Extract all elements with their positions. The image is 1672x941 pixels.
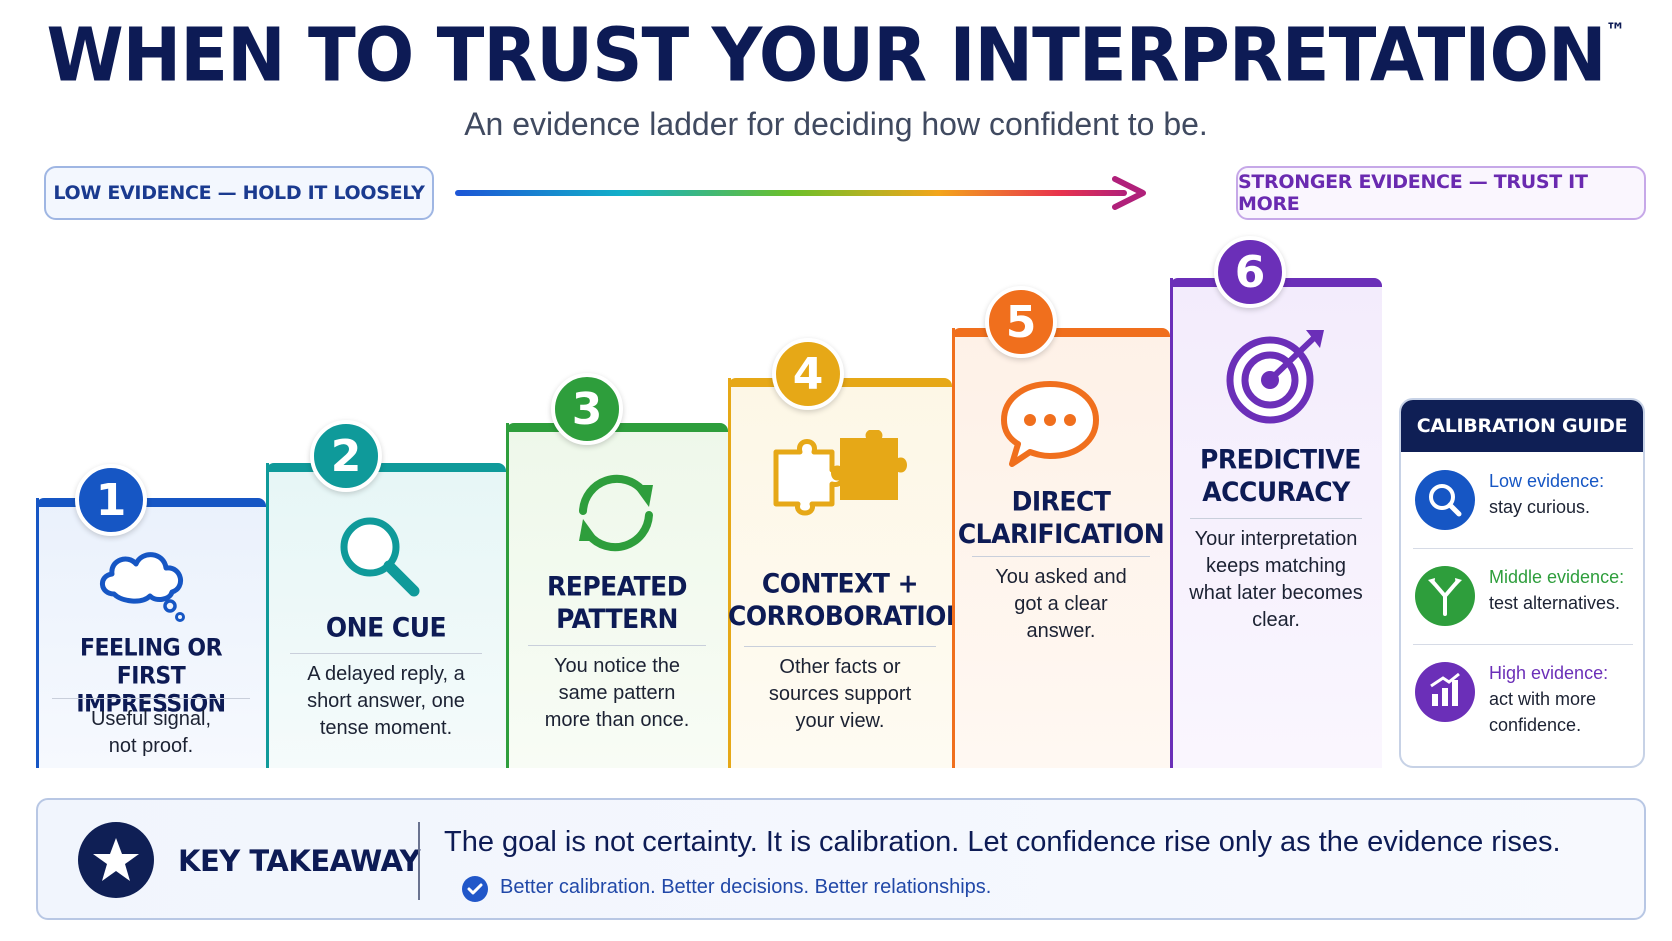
guide-item-middle: Middle evidence: test alternatives.: [1413, 556, 1633, 644]
magnifier-icon: [334, 511, 424, 606]
high-evidence-label: STRONGER EVIDENCE — TRUST IT MORE: [1236, 166, 1646, 220]
step-5-desc: You asked and got a clear answer.: [995, 566, 1127, 642]
key-takeaway-text: The goal is not certainty. It is calibra…: [444, 826, 1561, 858]
step-6-title: PREDICTIVE ACCURACY: [1200, 443, 1361, 507]
step-3-badge: 3: [551, 373, 623, 445]
puzzle-icon: [770, 429, 910, 521]
guide-title: CALIBRATION GUIDE: [1401, 400, 1643, 452]
guide-middle-label: Middle evidence:: [1489, 567, 1625, 587]
step-3-desc: You notice the same pattern more than on…: [544, 655, 690, 731]
check-icon: [462, 876, 488, 902]
step-1-badge: 1: [75, 464, 147, 536]
guide-low-label: Low evidence:: [1489, 471, 1605, 491]
calibration-guide: CALIBRATION GUIDE Low evidence: stay curi…: [1399, 398, 1645, 768]
key-takeaway-subtext: Better calibration. Better decisions. Be…: [500, 876, 992, 898]
step-1-title: FEELING OR FIRST IMPRESSION: [76, 634, 226, 718]
step-4-desc: Other facts or sources support your view…: [768, 656, 912, 732]
step-4-title: CONTEXT + CORROBORATION: [728, 567, 967, 631]
guide-low-text: stay curious.: [1489, 497, 1591, 518]
step-4-context: CONTEXT + CORROBORATION Other facts or s…: [728, 378, 967, 768]
step-3-repeated-pattern: REPEATED PATTERN You notice the same pat…: [506, 423, 728, 768]
low-evidence-label: LOW EVIDENCE — HOLD IT LOOSELY: [44, 166, 434, 220]
step-2-title: ONE CUE: [325, 611, 447, 644]
page-subtitle: An evidence ladder for deciding how conf…: [464, 106, 1208, 142]
guide-high-label: High evidence:: [1489, 663, 1609, 683]
trademark: ™: [1605, 17, 1626, 44]
speech-bubble-icon: [1000, 378, 1100, 475]
step-2-desc: A delayed reply, a short answer, one ten…: [307, 663, 465, 739]
step-6-desc: Your interpretation keeps matching what …: [1189, 528, 1363, 631]
guide-item-low: Low evidence: stay curious.: [1413, 460, 1633, 548]
bar-chart-icon: [1415, 662, 1475, 722]
step-6-badge: 6: [1214, 236, 1286, 308]
step-1-desc: Useful signal, not proof.: [90, 708, 212, 757]
evidence-gradient-arrow: [455, 176, 1146, 210]
step-4-badge: 4: [772, 338, 844, 410]
search-icon: [1415, 470, 1475, 530]
cycle-arrows-icon: [561, 463, 671, 568]
step-2-one-cue: ONE CUE A delayed reply, a short answer,…: [266, 463, 506, 768]
step-2-badge: 2: [310, 420, 382, 492]
step-1-feeling: FEELING OR FIRST IMPRESSION Useful signa…: [36, 498, 266, 768]
key-takeaway-panel: KEY TAKEAWAY The goal is not certainty. …: [36, 798, 1646, 920]
page-title: WHEN TO TRUST YOUR INTERPRETATION™: [46, 11, 1626, 99]
guide-high-text: act with more confidence.: [1489, 689, 1597, 736]
guide-middle-text: test alternatives.: [1489, 593, 1621, 614]
star-icon: [78, 822, 154, 898]
step-6-predictive: PREDICTIVE ACCURACY Your interpretation …: [1170, 278, 1382, 768]
step-5-badge: 5: [985, 286, 1057, 358]
step-5-title: DIRECT CLARIFICATION: [957, 485, 1165, 549]
thought-cloud-icon: [94, 538, 194, 627]
step-3-title: REPEATED PATTERN: [546, 570, 688, 634]
guide-item-high: High evidence: act with more confidence.: [1413, 652, 1633, 740]
step-5-clarification: DIRECT CLARIFICATION You asked and got a…: [952, 328, 1170, 768]
fork-icon: [1415, 566, 1475, 626]
key-takeaway-title: KEY TAKEAWAY: [178, 844, 421, 878]
target-icon: [1224, 326, 1334, 431]
